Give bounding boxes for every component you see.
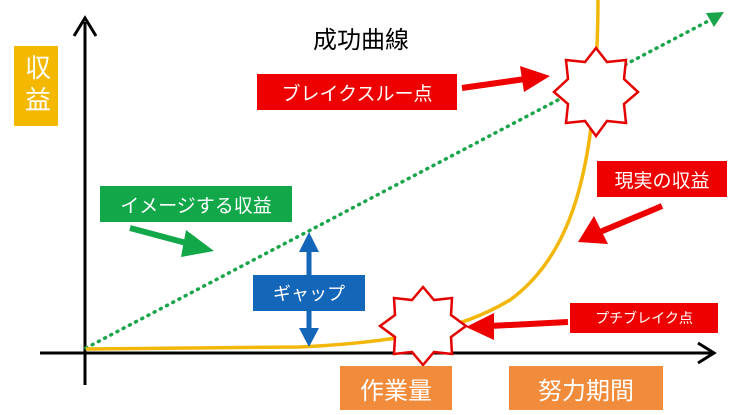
actual-profit-arrow (598, 203, 664, 235)
breakpoint-arrowhead (466, 313, 494, 340)
breakpoint-star-icon (377, 285, 469, 367)
expected-profit-arrow (129, 225, 191, 247)
expected-profit-arrowhead (181, 230, 214, 257)
gap-arrowhead-top (299, 232, 319, 252)
breakthrough-star-icon (552, 45, 640, 139)
diagram-title: 成功曲線 (313, 26, 409, 54)
breakpoint-label: プチブレイク点 (570, 303, 718, 333)
expected-profit-arrowhead (706, 12, 724, 27)
gap-arrowhead-bottom (299, 328, 319, 347)
actual-profit-arrowhead (578, 216, 608, 244)
x-axis-label-effort: 作業量 (340, 366, 452, 410)
breakthrough-label: ブレイクスルー点 (257, 74, 457, 110)
actual-profit-label: 現実の収益 (597, 161, 727, 197)
y-axis-arrowhead (72, 15, 98, 37)
expected-profit-line (84, 16, 716, 350)
gap-label: ギャップ (253, 275, 365, 311)
expected-profit-label: イメージする収益 (100, 186, 292, 222)
y-axis-label: 収益 (14, 46, 58, 126)
x-axis-label-period: 努力期間 (509, 366, 663, 410)
breakthrough-arrow (461, 76, 526, 91)
breakthrough-arrowhead (520, 66, 550, 92)
breakpoint-arrow (489, 319, 569, 329)
x-axis-arrowhead (697, 341, 717, 365)
